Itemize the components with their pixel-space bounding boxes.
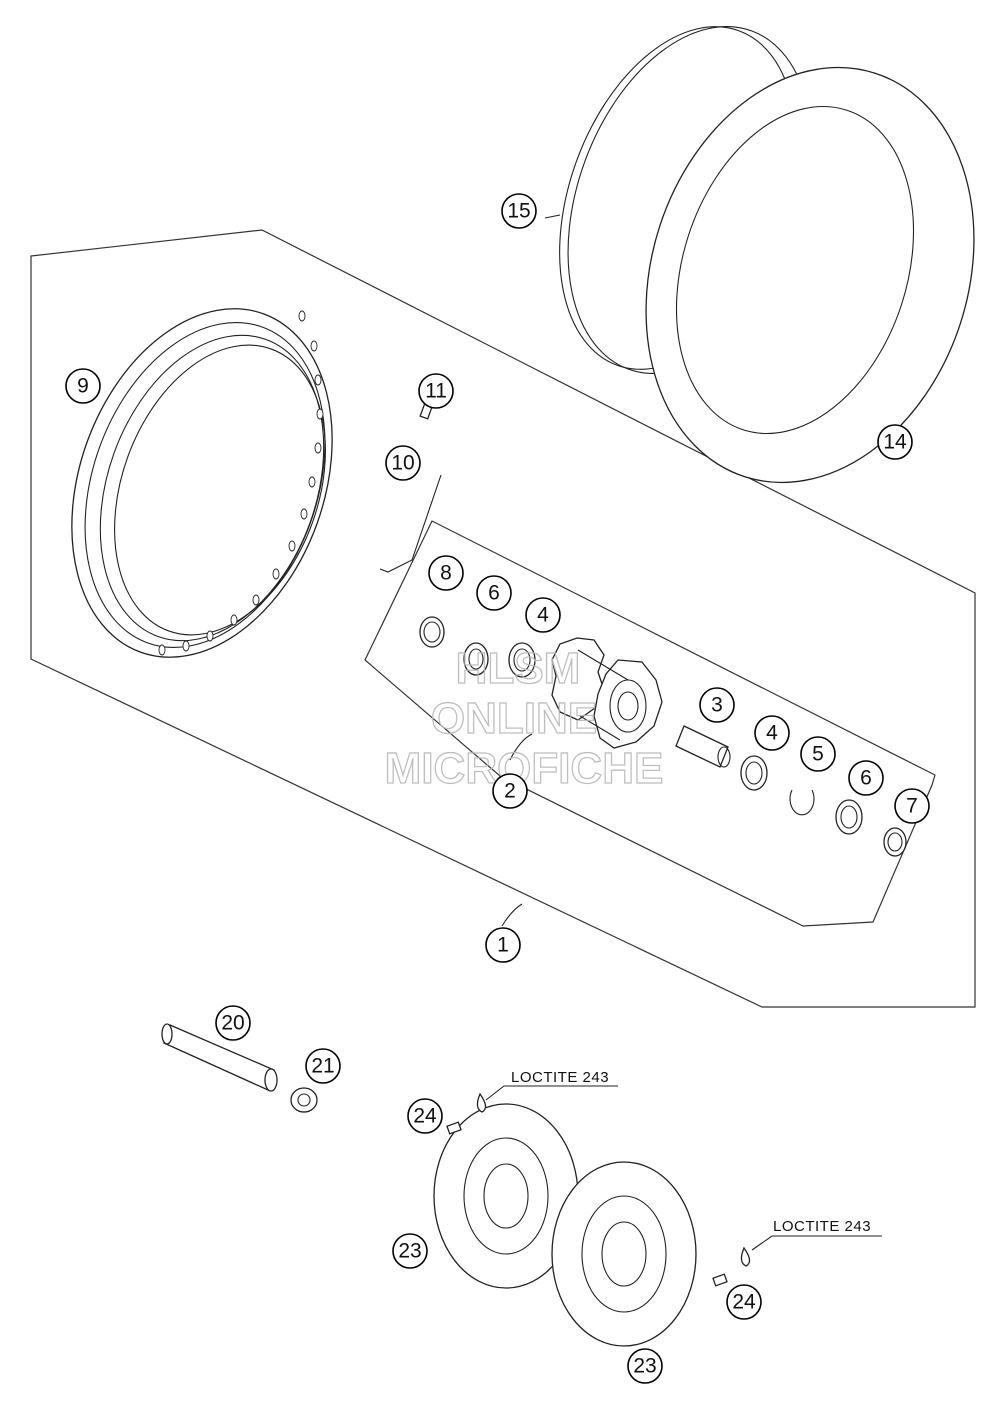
leader-lines xyxy=(485,733,882,1251)
svg-text:21: 21 xyxy=(311,1055,334,1078)
svg-text:10: 10 xyxy=(391,452,414,475)
callout-23b: 23 xyxy=(627,1348,663,1384)
loctite-note-b: LOCTITE 243 xyxy=(773,1218,871,1235)
svg-text:24: 24 xyxy=(732,1291,756,1314)
hub-spacer-6b xyxy=(835,799,863,835)
callout-21: 21 xyxy=(305,1048,341,1084)
svg-text:20: 20 xyxy=(221,1012,244,1035)
svg-text:3: 3 xyxy=(711,694,723,717)
callout-24a: 24 xyxy=(407,1098,443,1134)
rim-spoke-holes xyxy=(158,310,324,656)
svg-text:4: 4 xyxy=(537,604,549,627)
callout-3: 3 xyxy=(699,687,735,723)
callout-6b: 6 xyxy=(848,760,884,796)
callout-8: 8 xyxy=(428,555,464,591)
svg-text:5: 5 xyxy=(812,743,824,766)
svg-text:23: 23 xyxy=(398,1240,421,1263)
callout-14: 14 xyxy=(877,424,913,460)
hub-seal-7 xyxy=(883,827,907,857)
callout-1: 1 xyxy=(485,927,521,963)
wheel-axle xyxy=(161,1023,278,1092)
callout-4a: 4 xyxy=(525,597,561,633)
svg-text:6: 6 xyxy=(860,767,872,790)
callout-2: 2 xyxy=(492,773,528,809)
callout-7: 7 xyxy=(894,788,930,824)
loctite-drop-a xyxy=(476,1092,487,1113)
callout-24b: 24 xyxy=(726,1284,762,1320)
svg-text:11: 11 xyxy=(425,380,447,403)
svg-text:HLSM: HLSM xyxy=(456,644,581,693)
callout-11: 11 xyxy=(418,373,454,409)
svg-text:7: 7 xyxy=(906,795,918,818)
hub-distance-sleeve-3 xyxy=(675,725,731,768)
rim xyxy=(71,308,333,658)
callout-6a: 6 xyxy=(476,575,512,611)
callout-9: 9 xyxy=(65,368,101,404)
circlip-5 xyxy=(789,789,815,816)
svg-text:2: 2 xyxy=(504,780,516,803)
wheel-assembly-frame xyxy=(30,229,976,1008)
callout-4b: 4 xyxy=(754,715,790,751)
svg-text:14: 14 xyxy=(883,431,907,454)
callout-20: 20 xyxy=(215,1005,251,1041)
svg-text:4: 4 xyxy=(766,722,778,745)
svg-text:9: 9 xyxy=(77,375,89,398)
callout-5: 5 xyxy=(800,736,836,772)
svg-text:15: 15 xyxy=(507,200,530,223)
disc-screw-b xyxy=(712,1273,728,1287)
axle-nut xyxy=(290,1087,318,1113)
svg-text:24: 24 xyxy=(413,1105,437,1128)
loctite-note-a: LOCTITE 243 xyxy=(511,1069,609,1086)
hub-spacer-6a xyxy=(463,642,489,676)
callout-15: 15 xyxy=(501,193,537,229)
hub-seal-8 xyxy=(419,616,445,648)
brake-disc-b xyxy=(551,1161,697,1347)
disc-screw-a xyxy=(446,1121,462,1135)
svg-text:8: 8 xyxy=(440,562,452,585)
hub-bearing-4a xyxy=(508,642,536,678)
svg-text:1: 1 xyxy=(497,934,509,957)
svg-text:ONLINE: ONLINE xyxy=(431,694,597,743)
tire xyxy=(645,66,975,484)
hub-body xyxy=(551,637,663,749)
callout-10: 10 xyxy=(385,445,421,481)
callout-23a: 23 xyxy=(392,1233,428,1269)
hub-bearing-4b xyxy=(740,755,768,791)
loctite-drop-b xyxy=(740,1246,751,1267)
hub-assembly-frame xyxy=(364,520,936,927)
svg-text:6: 6 xyxy=(488,582,500,605)
svg-text:23: 23 xyxy=(633,1355,656,1378)
spoke xyxy=(379,474,442,573)
